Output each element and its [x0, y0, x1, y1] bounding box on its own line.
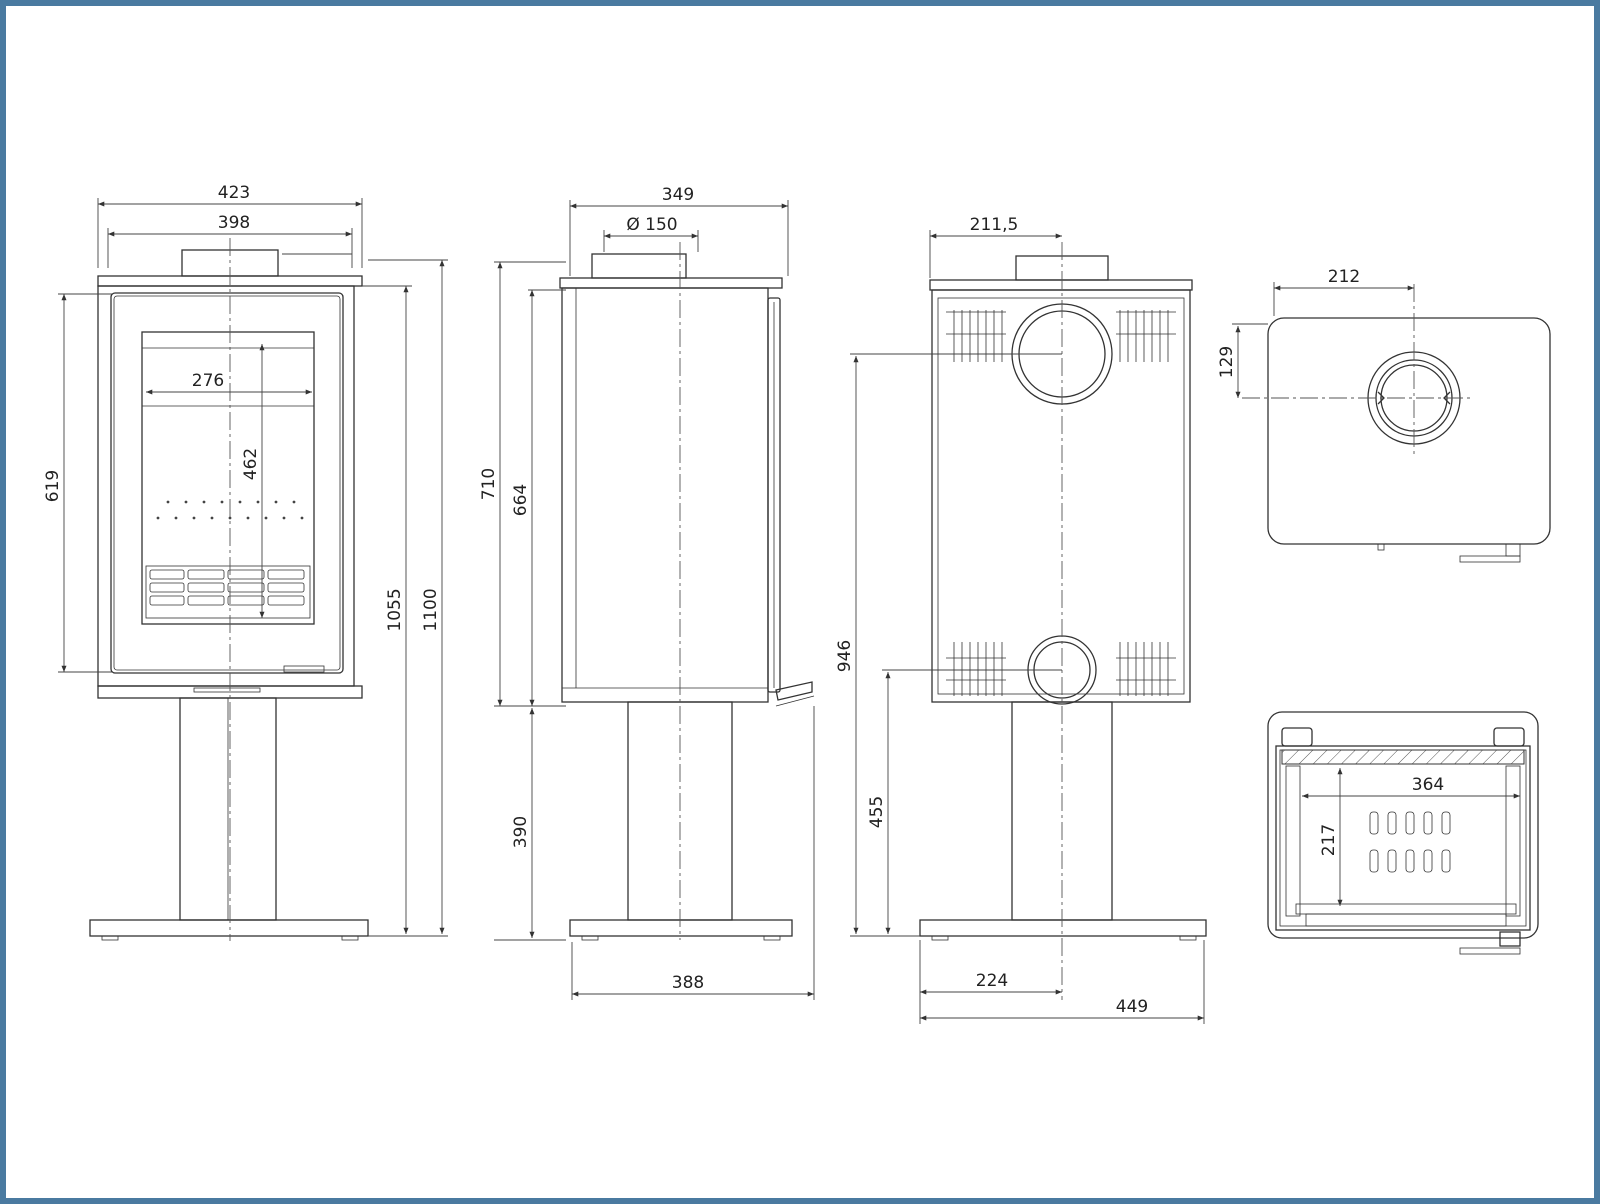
front-base-plate	[89, 919, 369, 937]
dim-pedestal-height: 390	[511, 816, 531, 848]
dim-side-base-width: 388	[672, 973, 704, 993]
dim-glass-width: 276	[192, 371, 224, 391]
rear-vent-top-left	[946, 310, 1006, 362]
rear-base-plate	[919, 919, 1207, 937]
top-dimensions: 212 129	[1217, 267, 1414, 398]
front-view	[89, 238, 369, 941]
side-flue-collar	[591, 253, 687, 279]
dim-front-total-width: 423	[218, 183, 250, 203]
rear-dimensions: 211,5 946 455 224 449	[835, 215, 1205, 1024]
rear-view	[919, 242, 1207, 1000]
front-air-dots	[156, 500, 304, 520]
dim-top-flue-depth: 129	[1217, 346, 1237, 378]
side-door-profile	[767, 297, 781, 693]
front-glass	[141, 331, 315, 625]
firebox-grate-slots	[1369, 811, 1451, 873]
rear-vent-bottom-right	[1116, 642, 1176, 696]
front-door-handle	[283, 665, 325, 673]
dim-rear-outlet-height: 946	[835, 640, 855, 672]
top-outline	[1267, 317, 1551, 545]
top-handle	[1459, 555, 1521, 563]
dim-rear-lower-outlet-height: 455	[867, 796, 887, 828]
dim-height-to-flue: 1055	[385, 588, 405, 631]
rear-vent-top-right	[1116, 310, 1176, 362]
dim-firebox-width: 364	[1412, 775, 1444, 795]
firebox-section	[1267, 711, 1539, 955]
side-handle	[775, 681, 813, 701]
front-body	[97, 285, 355, 687]
front-grate	[145, 565, 311, 619]
technical-drawing: 423 398 276 462 619 1055 1100	[43, 183, 1551, 1024]
side-body	[561, 287, 769, 703]
dim-top-flue-offset: 212	[1328, 267, 1360, 287]
dim-door-height: 619	[43, 470, 63, 502]
dim-flue-diameter: Ø 150	[626, 215, 677, 235]
dim-total-height: 1100	[421, 588, 441, 631]
firebox-dimensions: 364 217	[1302, 768, 1520, 906]
side-top-plate	[559, 277, 783, 289]
firebox-hatched-plate	[1281, 749, 1525, 765]
dim-rear-flue-center: 211,5	[970, 215, 1019, 235]
rear-body	[931, 289, 1191, 703]
dim-rear-base-half: 224	[976, 971, 1008, 991]
firebox-outline	[1267, 711, 1539, 939]
dim-firebox-depth: 217	[1319, 824, 1339, 856]
top-view	[1242, 284, 1551, 563]
dim-side-depth: 349	[662, 185, 694, 205]
rear-top-plate	[929, 279, 1193, 291]
side-base-plate	[569, 919, 793, 937]
front-dimensions: 423 398 276 462 619 1055 1100	[43, 183, 448, 937]
dim-side-body-height: 664	[511, 484, 531, 516]
side-view	[559, 242, 815, 941]
side-dimensions: 349 Ø 150 710 664 390 388	[479, 185, 815, 1000]
dim-side-body-height-outer: 710	[479, 468, 499, 500]
dim-front-body-width: 398	[218, 213, 250, 233]
rear-vent-bottom-left	[946, 642, 1006, 696]
dim-rear-base-width: 449	[1116, 997, 1148, 1017]
dim-glass-height: 462	[241, 448, 261, 480]
front-door-frame	[110, 292, 344, 674]
